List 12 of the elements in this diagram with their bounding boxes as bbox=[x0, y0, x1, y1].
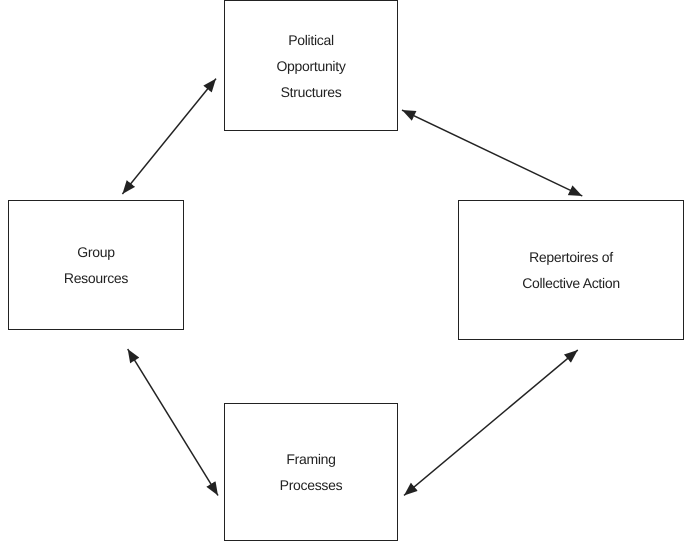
concept-box bbox=[458, 200, 684, 340]
concept-label: Framing Processes bbox=[278, 450, 344, 495]
concept-box bbox=[8, 200, 184, 330]
double-arrow bbox=[122, 78, 217, 194]
concept-label: Group Resources bbox=[62, 243, 130, 288]
concept-label: Political Opportunity Structures bbox=[275, 30, 347, 102]
double-arrow bbox=[402, 109, 583, 197]
concept-box bbox=[224, 403, 398, 541]
double-arrow bbox=[404, 349, 578, 496]
concept-box bbox=[224, 0, 398, 131]
concept-label: Repertoires of Collective Action bbox=[521, 248, 621, 293]
double-arrow bbox=[127, 348, 219, 496]
